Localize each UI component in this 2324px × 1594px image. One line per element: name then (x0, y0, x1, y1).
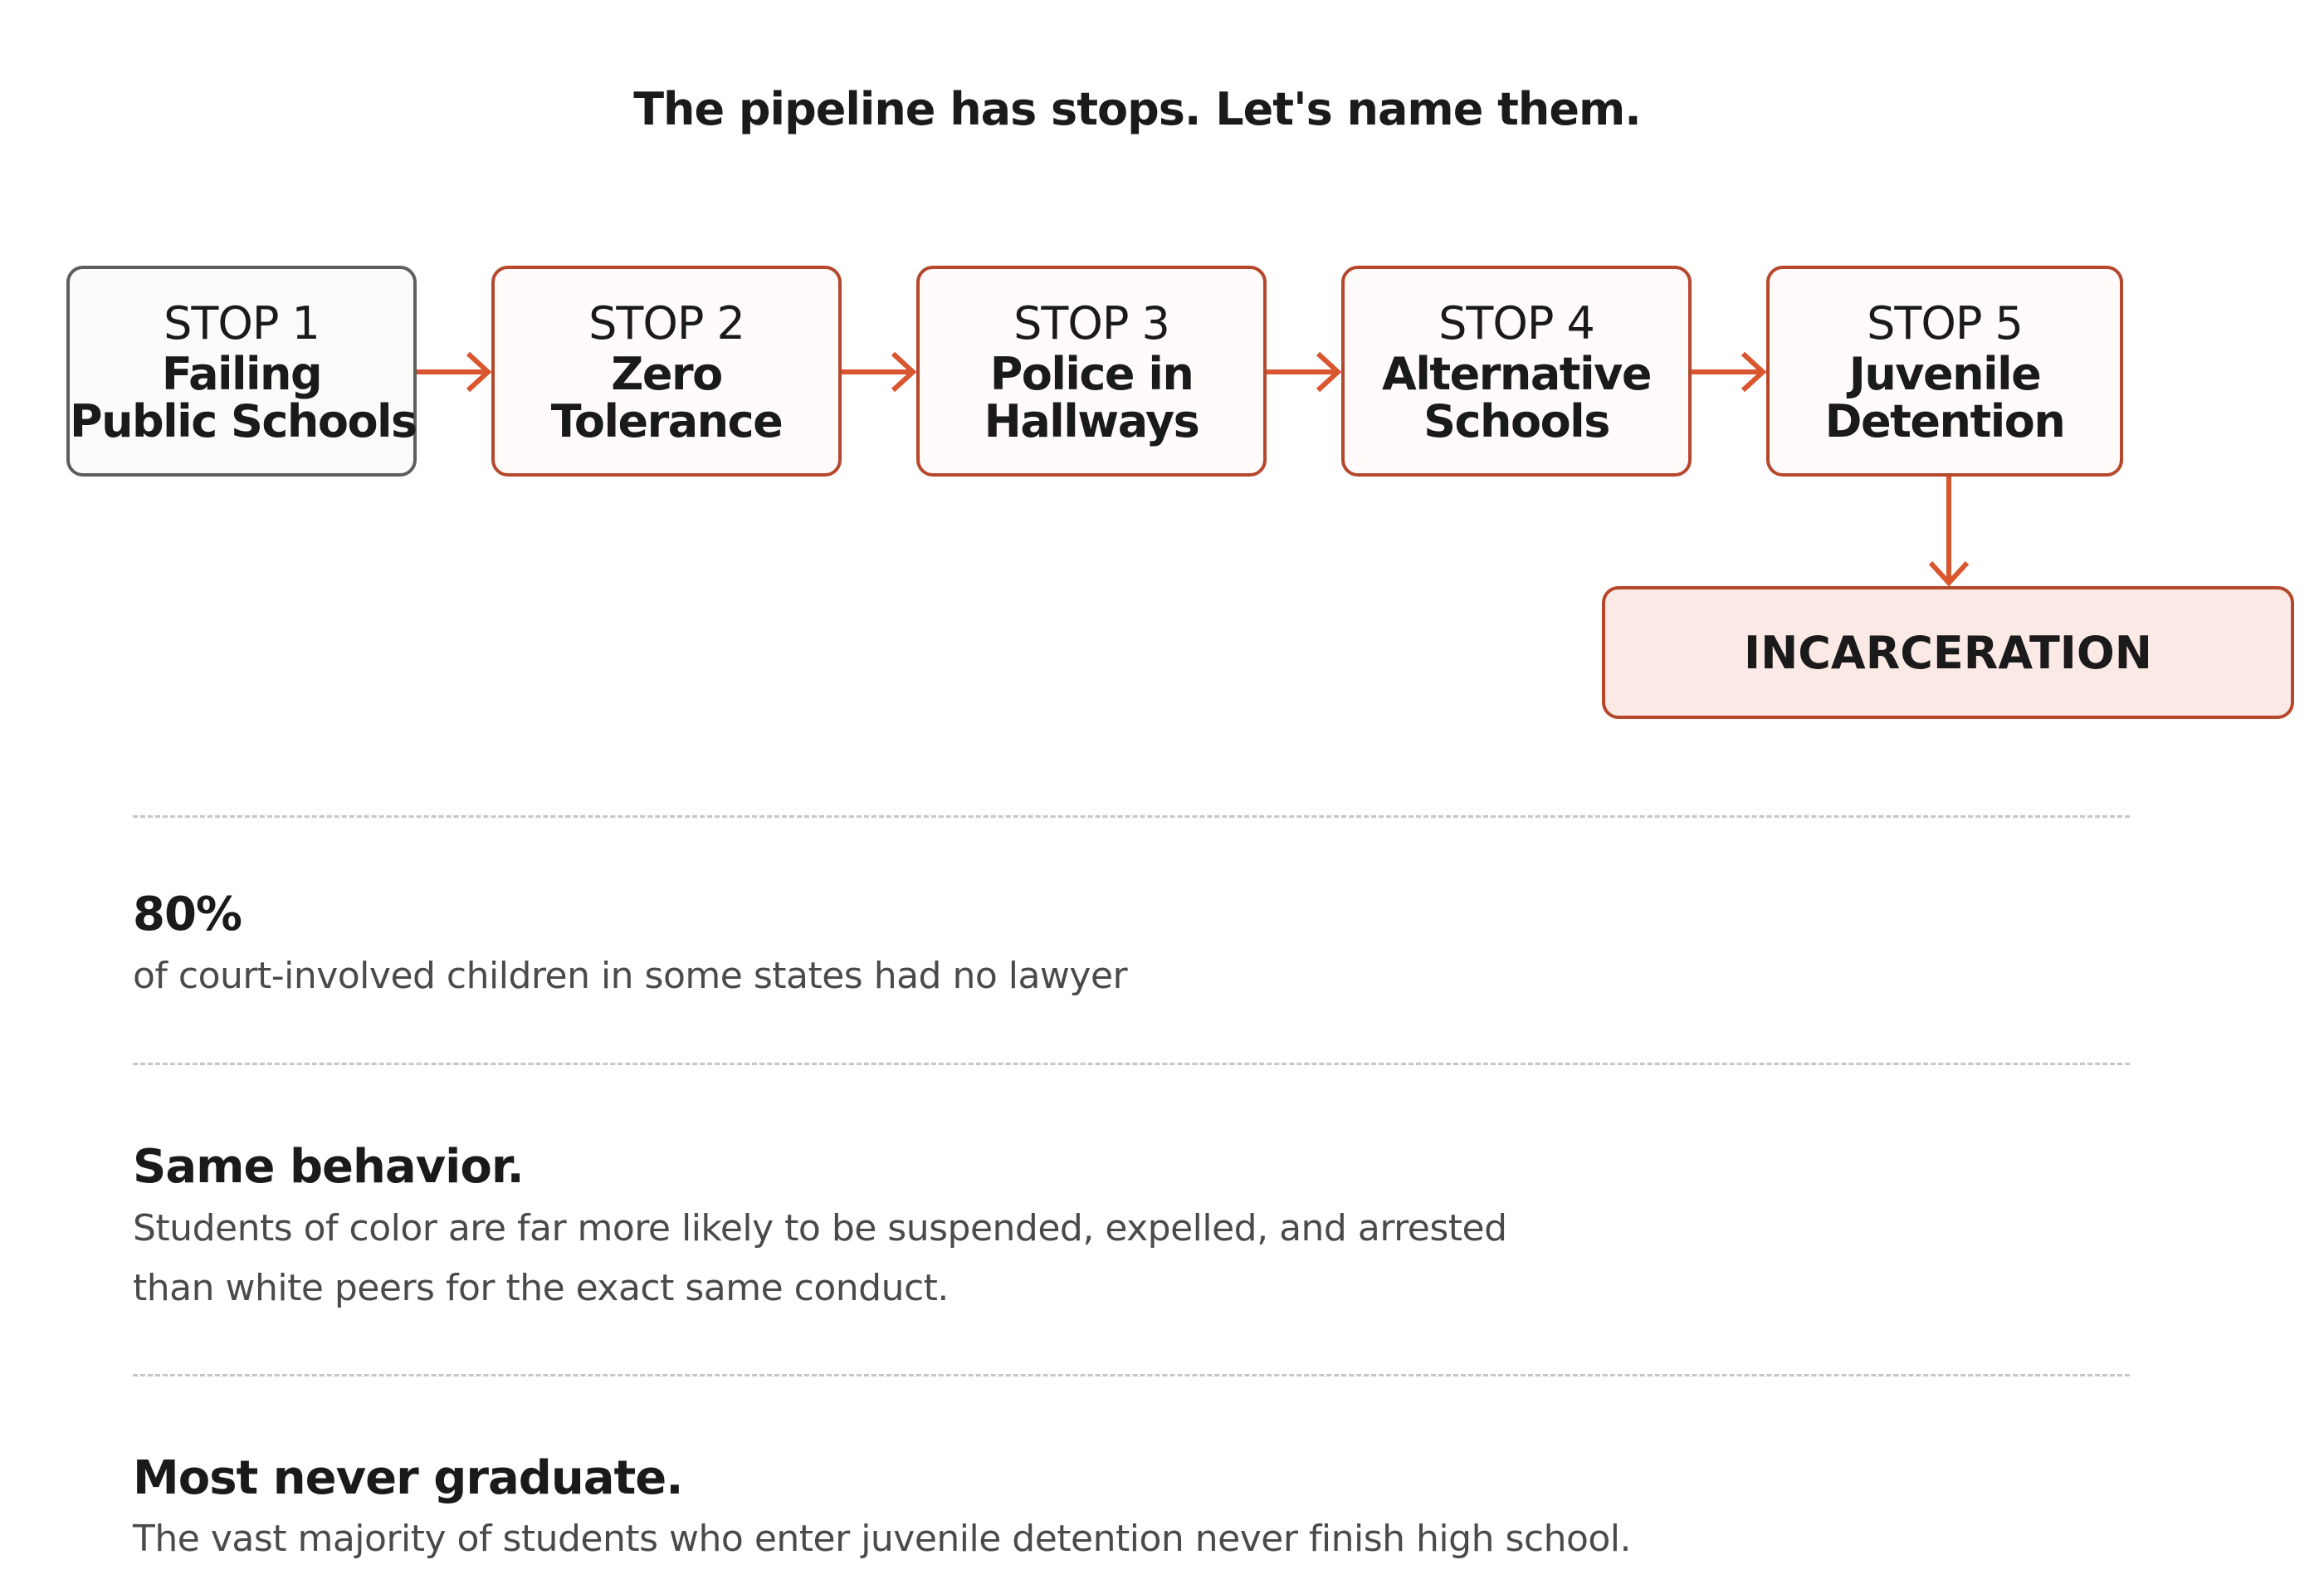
stat-headline: Most never graduate. (133, 1451, 683, 1505)
right-arrow-icon (1267, 351, 1341, 393)
stop-title-line: Schools (1423, 395, 1610, 447)
stop-title-line: Tolerance (550, 395, 784, 447)
stop-number: STOP 5 (1867, 297, 2024, 350)
stop-title-line: Alternative (1382, 348, 1652, 400)
right-arrow-icon (417, 351, 491, 393)
stop-title: Alternative Schools (1345, 350, 1688, 445)
stat-body-line: Students of color are far more likely to… (133, 1207, 1507, 1249)
stop-title: Failing Public Schools (70, 348, 417, 447)
stat-body: The vast majority of students who enter … (133, 1509, 1632, 1569)
stop-title: Police in Hallways (920, 350, 1263, 445)
stop-box-1: STOP 1 Failing Public Schools (66, 266, 417, 477)
stop-title-line: Juvenile (1848, 348, 2042, 400)
stat-headline: Same behavior. (133, 1140, 525, 1194)
down-arrow-icon (1928, 477, 1970, 586)
stop-title-line: Public Schools (70, 395, 417, 447)
dashed-divider (133, 815, 2130, 818)
dashed-divider (133, 1374, 2130, 1376)
stop-title: Juvenile Detention (1770, 350, 2120, 445)
stop-number: STOP 1 (164, 297, 320, 350)
stop-box-4: STOP 4 Alternative Schools (1341, 266, 1692, 477)
stat-headline: 80% (133, 887, 242, 941)
right-arrow-icon (1692, 351, 1766, 393)
stat-body: of court-involved children in some state… (133, 946, 1128, 1006)
stop-title-line: Detention (1824, 395, 2066, 447)
incarceration-box: INCARCERATION (1602, 586, 2294, 719)
stat-body-line: of court-involved children in some state… (133, 955, 1128, 997)
stop-title-line: Hallways (984, 395, 1200, 447)
stat-body-line: The vast majority of students who enter … (133, 1518, 1632, 1560)
stop-number: STOP 4 (1438, 297, 1595, 350)
stop-box-3: STOP 3 Police in Hallways (916, 266, 1267, 477)
right-arrow-icon (842, 351, 916, 393)
page-title: The pipeline has stops. Let's name them. (633, 83, 1642, 135)
stat-body-line: than white peers for the exact same cond… (133, 1267, 949, 1309)
stop-title-line: Zero (611, 348, 723, 400)
stop-title-line: Police in (989, 348, 1194, 400)
stop-box-2: STOP 2 Zero Tolerance (491, 266, 842, 477)
stop-number: STOP 2 (588, 297, 745, 350)
stop-number: STOP 3 (1013, 297, 1170, 350)
stat-body: Students of color are far more likely to… (133, 1199, 1507, 1318)
stop-title-line: Failing (161, 348, 323, 400)
dashed-divider (133, 1063, 2130, 1065)
stop-box-5: STOP 5 Juvenile Detention (1766, 266, 2123, 477)
stop-title: Zero Tolerance (495, 350, 838, 445)
